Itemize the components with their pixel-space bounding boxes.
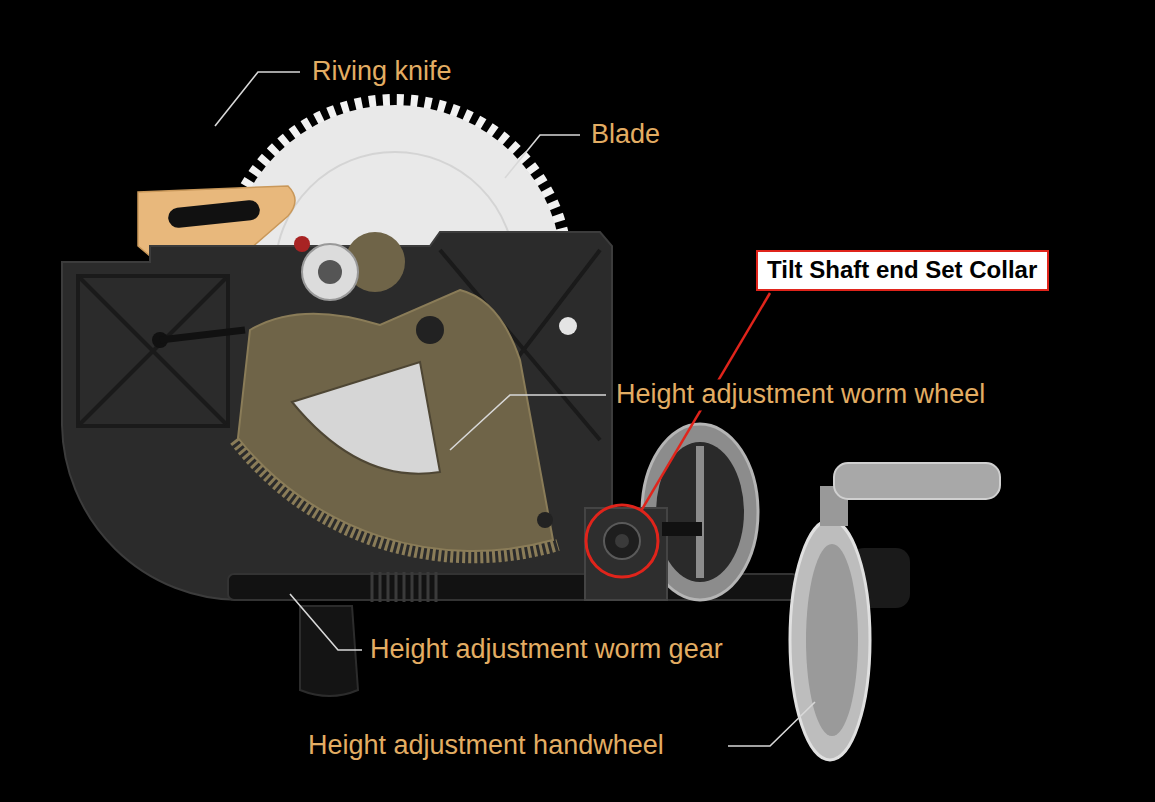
part-label: Height adjustment worm wheel (613, 379, 988, 410)
worm-thread (372, 572, 436, 602)
worm-wheel (235, 290, 558, 557)
housing-rib (80, 278, 226, 424)
worm-wheel-sector (238, 290, 553, 551)
callout-text: Tilt Shaft end Set Collar (767, 256, 1038, 285)
part-label: Height adjustment handwheel (305, 730, 667, 761)
housing-rib (80, 278, 226, 424)
lever (160, 330, 245, 340)
highlight-circle (586, 505, 658, 577)
arbor-lock (294, 236, 310, 252)
leader-line (728, 702, 815, 746)
handle-grip (834, 463, 1000, 499)
leader-line (505, 135, 580, 178)
part-label: Blade (588, 119, 663, 150)
collar-bracket (585, 508, 702, 600)
height-handwheel (790, 463, 1000, 760)
leader-line (215, 72, 300, 126)
arbor-bearing (302, 244, 358, 300)
callout-box: Tilt Shaft end Set Collar (756, 250, 1049, 291)
set-screw (615, 534, 629, 548)
handwheel-face (806, 544, 858, 736)
part-label: Riving knife (309, 56, 455, 87)
pivot (537, 512, 553, 528)
set-collar (604, 523, 640, 559)
housing-plate (62, 232, 612, 600)
worm-wheel-window (292, 362, 440, 474)
leader-line (290, 594, 362, 650)
leader-line (450, 395, 606, 450)
shaft-tube (300, 606, 358, 696)
part-label: Height adjustment worm gear (367, 634, 726, 665)
handwheel-rim (790, 520, 870, 760)
arbor-nut (318, 260, 342, 284)
pivot (416, 316, 444, 344)
housing-rib (78, 276, 228, 426)
handwheel-spoke (696, 446, 704, 578)
trunnion-housing (62, 232, 612, 600)
arbor (294, 232, 405, 300)
pin (559, 317, 577, 335)
tilt-shaft (662, 522, 702, 536)
riving-knife-slot (167, 199, 261, 229)
